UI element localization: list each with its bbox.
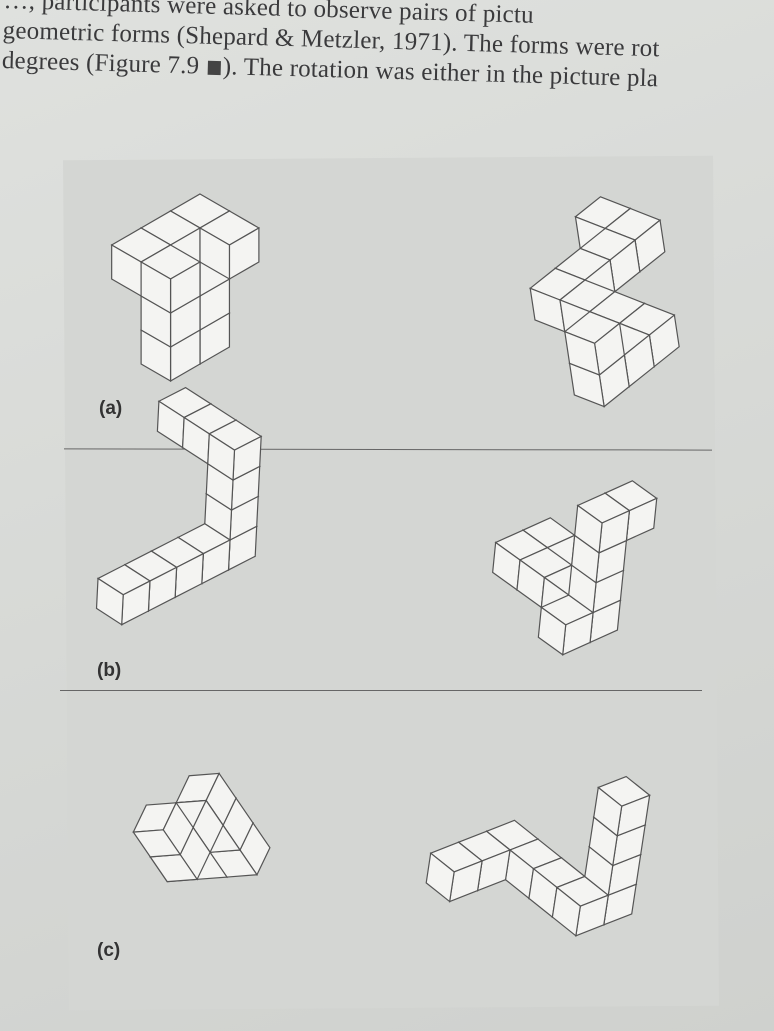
cube-face [593, 786, 623, 837]
cube-face [564, 330, 601, 376]
cube-face [425, 852, 455, 903]
divider-b-c [60, 690, 702, 691]
cube-face [132, 829, 182, 858]
panel-label-c: (c) [97, 940, 121, 961]
cube-face [199, 226, 231, 281]
cube-face [574, 504, 603, 554]
figure-c-left [132, 772, 271, 883]
figure-b-right [492, 480, 658, 656]
cube-face [95, 577, 124, 626]
cube-face [140, 260, 172, 315]
figure-c-right [425, 775, 651, 937]
figure-a-left [110, 193, 261, 383]
panel-label-a: (a) [99, 398, 123, 419]
panel-label-b: (b) [97, 660, 122, 681]
cube-face [551, 886, 581, 937]
cube-face [537, 606, 567, 656]
figure-a-right [529, 196, 680, 408]
cube-face [207, 432, 236, 482]
figure-b-left [95, 386, 263, 626]
